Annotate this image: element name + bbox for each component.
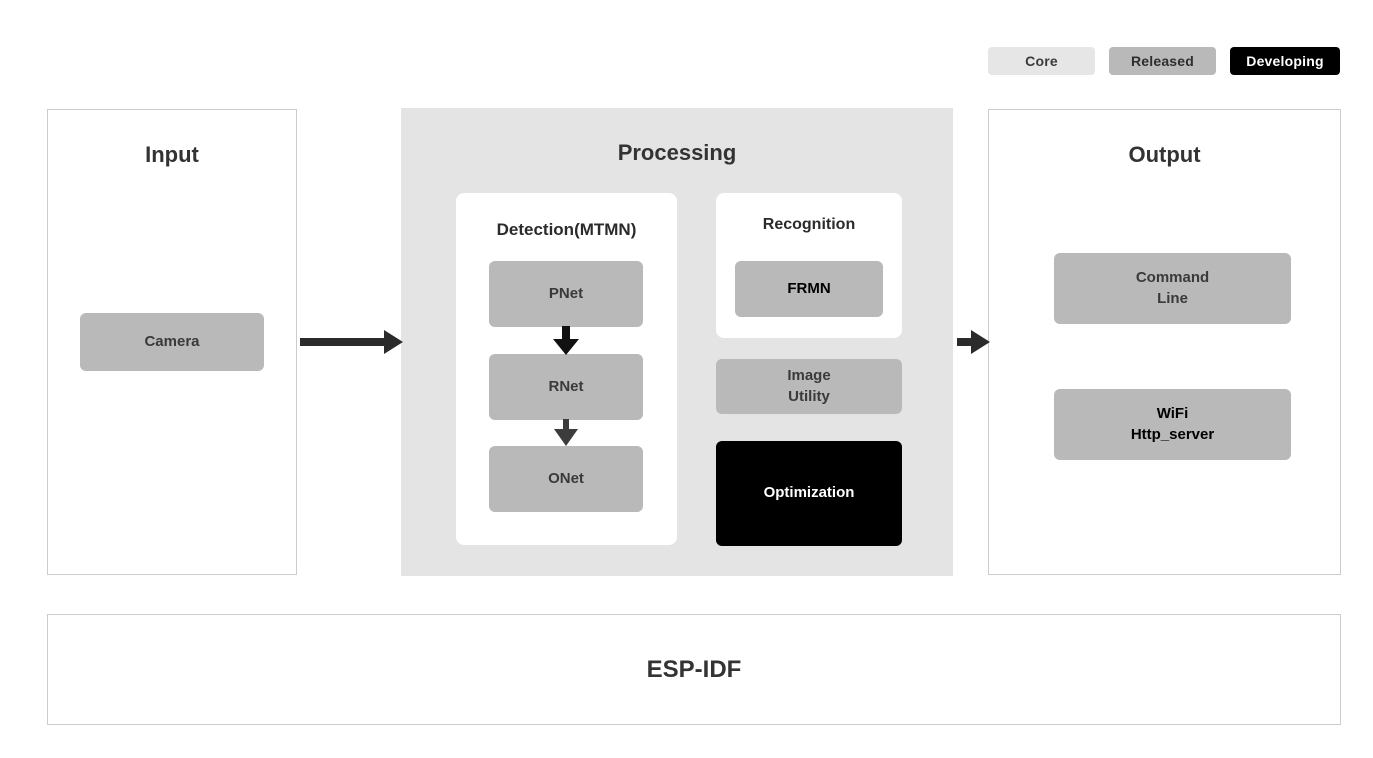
node-image-utility: Image Utility xyxy=(716,359,902,414)
node-rnet: RNet xyxy=(489,354,643,420)
arrow-down-icon-pnet-to-rnet xyxy=(553,326,579,355)
legend-label-core: Core xyxy=(1025,53,1058,69)
node-onet: ONet xyxy=(489,446,643,512)
panel-output: Output xyxy=(988,109,1341,575)
legend-label-developing: Developing xyxy=(1246,53,1324,69)
foundation-label: ESP-IDF xyxy=(646,655,742,683)
panel-input-title: Input xyxy=(145,142,199,167)
arrow-right-icon-input-to-processing xyxy=(300,330,403,354)
node-wifi-http-server: WiFi Http_server xyxy=(1054,389,1291,460)
foundation-bar-esp-idf: ESP-IDF xyxy=(47,614,1341,725)
panel-processing-title: Processing xyxy=(617,140,737,165)
legend-label-released: Released xyxy=(1130,53,1195,69)
arrow-right-icon-processing-to-output xyxy=(957,330,990,354)
arrow-down-icon-rnet-to-onet xyxy=(554,419,578,446)
node-camera: Camera xyxy=(80,313,264,371)
legend-chip-developing: Developing xyxy=(1230,47,1340,75)
group-recognition-title: Recognition xyxy=(762,216,856,233)
node-optimization: Optimization xyxy=(716,441,902,546)
node-command-line: Command Line xyxy=(1054,253,1291,324)
node-pnet: PNet xyxy=(489,261,643,327)
node-frmn: FRMN xyxy=(735,261,883,317)
legend-chip-released: Released xyxy=(1109,47,1216,75)
panel-output-title: Output xyxy=(1128,142,1201,167)
legend: Core Released Developing xyxy=(988,47,1340,75)
group-detection-title: Detection(MTMN) xyxy=(496,220,637,239)
legend-chip-core: Core xyxy=(988,47,1095,75)
